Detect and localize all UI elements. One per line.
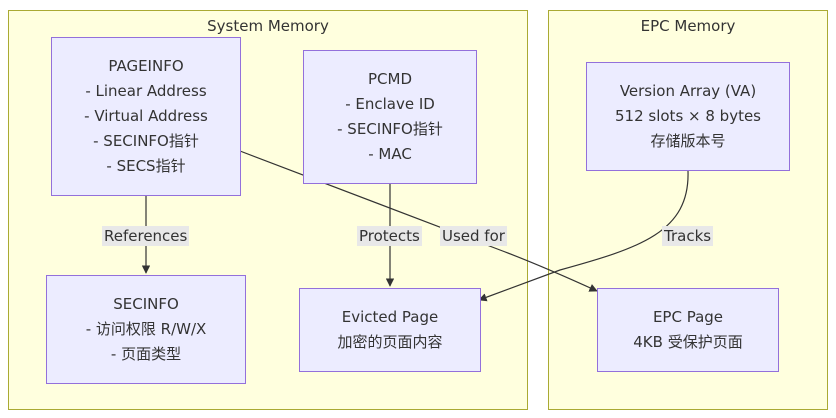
pageinfo-line: - SECINFO指针 [93,132,199,150]
edge-label-used-for: Used for [440,226,507,246]
node-pageinfo: PAGEINFO - Linear Address - Virtual Addr… [51,37,241,196]
node-secinfo: SECINFO - 访问权限 R/W/X - 页面类型 [46,275,246,384]
pageinfo-line: PAGEINFO [108,57,184,75]
edge-pageinfo-epcpage [239,150,598,292]
secinfo-line: - 页面类型 [110,345,182,363]
node-pcmd: PCMD - Enclave ID - SECINFO指针 - MAC [303,50,477,184]
pcmd-line: - MAC [368,145,412,163]
epc-memory-title: EPC Memory [640,17,736,35]
pcmd-line: - Enclave ID [345,95,435,113]
version-array-line: 存储版本号 [650,132,726,150]
edge-label-protects: Protects [357,226,422,246]
pageinfo-line: - Virtual Address [84,107,208,125]
secinfo-line: - 访问权限 R/W/X [85,320,207,338]
evicted-page-line: 加密的页面内容 [337,333,443,351]
evicted-page-line: Evicted Page [341,308,439,326]
version-array-line: Version Array (VA) [619,82,757,100]
pageinfo-line: - Linear Address [85,82,207,100]
pcmd-line: - SECINFO指针 [337,120,443,138]
secinfo-line: SECINFO [113,295,179,313]
node-evicted-page: Evicted Page 加密的页面内容 [299,288,481,372]
node-epc-page: EPC Page 4KB 受保护页面 [597,288,779,372]
epc-page-line: 4KB 受保护页面 [633,333,743,351]
epc-page-line: EPC Page [652,308,724,326]
pcmd-line: PCMD [367,70,412,88]
edge-label-tracks: Tracks [662,226,714,246]
system-memory-title: System Memory [207,17,329,35]
version-array-line: 512 slots × 8 bytes [615,107,761,125]
pageinfo-line: - SECS指针 [106,157,186,175]
edge-label-references: References [102,226,190,246]
node-version-array: Version Array (VA) 512 slots × 8 bytes 存… [586,62,790,171]
edge-va-evicted [478,170,689,302]
